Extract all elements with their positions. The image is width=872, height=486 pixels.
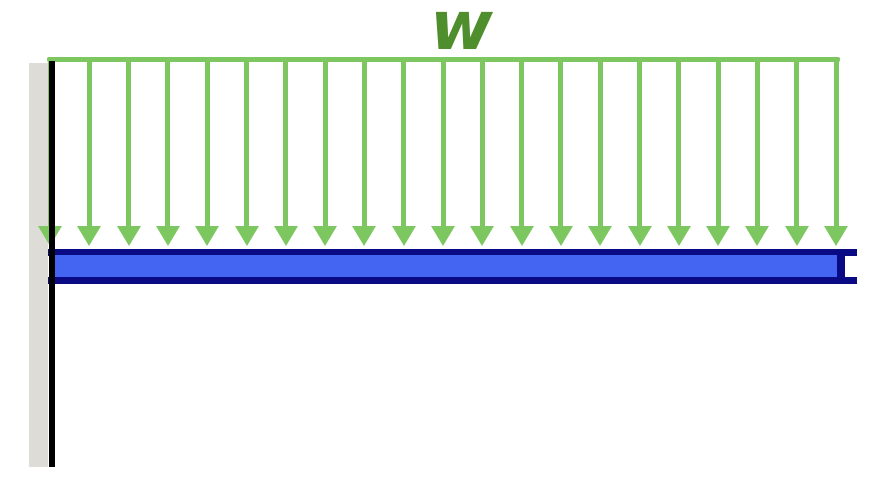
- load-arrow-stem: [244, 60, 249, 226]
- load-magnitude-label: w: [430, 0, 493, 66]
- load-arrow-head-icon: [352, 226, 377, 246]
- load-arrow-stem: [165, 60, 171, 226]
- load-arrow-stem: [440, 60, 446, 226]
- load-arrow-head-icon: [509, 226, 534, 246]
- load-arrow-stem: [794, 60, 800, 226]
- beam-body: [53, 255, 845, 278]
- load-arrow-stem: [204, 60, 210, 226]
- load-arrow-stem: [479, 60, 485, 226]
- load-arrow-head-icon: [784, 226, 809, 246]
- beam-top-flange: [48, 249, 857, 256]
- load-arrow-head-icon: [588, 226, 613, 246]
- distributed-load-top-line: [47, 57, 840, 62]
- load-arrow-head-icon: [706, 226, 731, 246]
- load-arrow-head-icon: [391, 226, 416, 246]
- load-arrow-head-icon: [470, 226, 495, 246]
- wall-support: [29, 63, 48, 467]
- load-arrow-stem: [126, 60, 132, 226]
- load-arrow-head-icon: [313, 226, 338, 246]
- load-arrow-stem: [322, 60, 328, 226]
- load-arrow-stem: [86, 60, 92, 226]
- load-arrow-head-icon: [155, 226, 180, 246]
- load-arrow-stem: [519, 60, 525, 226]
- load-arrow-stem: [597, 60, 603, 226]
- beam-bottom-flange: [48, 277, 857, 284]
- load-arrow-head-icon: [431, 226, 455, 246]
- load-arrow-head-icon: [745, 226, 770, 246]
- load-arrow-stem: [401, 60, 407, 226]
- load-arrow-stem: [361, 60, 367, 226]
- load-arrow-stem: [558, 60, 564, 226]
- load-arrow-head-icon: [195, 226, 220, 246]
- load-arrow-stem: [283, 60, 289, 226]
- load-arrow-head-icon: [666, 226, 691, 246]
- load-arrow-stem: [754, 60, 760, 226]
- load-arrow-stem: [637, 60, 642, 226]
- load-arrow-head-icon: [627, 226, 652, 246]
- load-arrow-head-icon: [77, 226, 102, 246]
- load-arrow-head-icon: [234, 226, 259, 246]
- load-arrow-stem: [676, 60, 682, 226]
- load-arrow-head-icon: [824, 226, 848, 246]
- load-arrow-stem: [833, 60, 839, 226]
- load-arrow-stem: [715, 60, 721, 226]
- wall-face-line: [49, 61, 55, 467]
- load-arrow-head-icon: [548, 226, 573, 246]
- load-arrow-head-icon: [116, 226, 141, 246]
- load-arrow-head-icon: [273, 226, 298, 246]
